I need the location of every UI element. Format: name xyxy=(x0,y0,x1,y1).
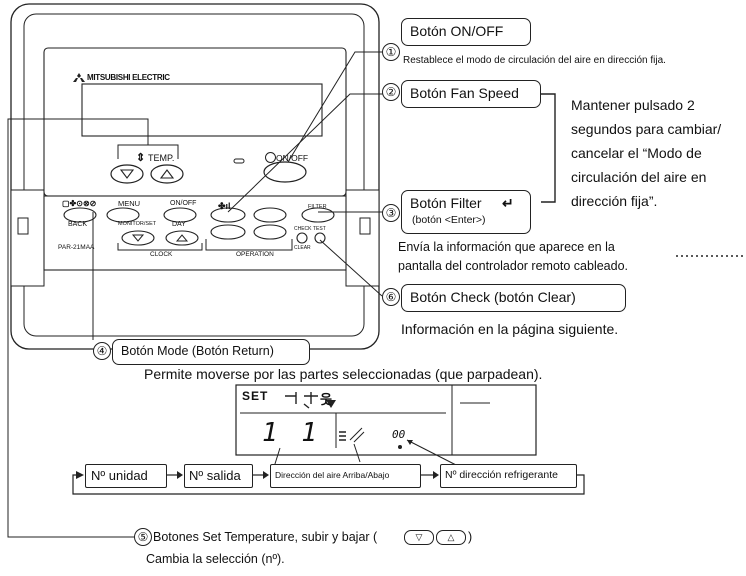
callout-2-note-line5: dirección fija”. xyxy=(571,193,658,209)
power-icon xyxy=(265,152,276,163)
right-clip-slot xyxy=(359,217,371,235)
callout-1-box xyxy=(401,18,531,46)
fan-speed-icon: ✤ıl xyxy=(218,201,231,211)
filter-label: FILTER xyxy=(308,204,327,210)
flow-step-airflow xyxy=(270,464,421,488)
monitor-set-label: MONITOR/SET xyxy=(118,221,157,227)
callout-2-box xyxy=(401,80,541,108)
menu-label: MENU xyxy=(118,199,141,208)
operation-label: OPERATION xyxy=(236,251,274,258)
callout-1-number: ① xyxy=(382,43,400,61)
callout-1-title: Botón ON/OFF xyxy=(410,23,504,39)
callout-2-title: Botón Fan Speed xyxy=(410,85,519,101)
flow-step-refrigerant-label: Nº dirección refrigerante xyxy=(445,469,558,481)
up-button-icon: △ xyxy=(436,530,466,545)
flow-step-outlet xyxy=(184,464,253,488)
callout-3-title: Botón Filter xyxy=(410,195,482,211)
down-button-icon: ▽ xyxy=(404,530,434,545)
callout-3-desc1: Envía la información que aparece en la xyxy=(398,240,615,254)
callout-5-desc: Cambia la selección (nº). xyxy=(146,552,285,566)
callout-3-desc2: pantalla del controlador remoto cableado… xyxy=(398,259,629,273)
callout-4-desc: Permite moverse por las partes seleccion… xyxy=(144,366,543,382)
day-label: DAY xyxy=(172,221,186,228)
display-ref-digits: 00 xyxy=(392,428,406,441)
flow-step-airflow-label: Dirección del aire Arriba/Abajo xyxy=(275,470,390,480)
flow-step-unit-label: Nº unidad xyxy=(91,468,148,483)
callout-4-number: ④ xyxy=(93,342,111,360)
on-off-small-label: ON/OFF xyxy=(170,200,197,207)
clock-label: CLOCK xyxy=(150,251,173,258)
thermometer-icon: ⇕ xyxy=(136,152,146,164)
callout-3-box xyxy=(401,190,531,234)
person-icon: 웃 xyxy=(320,392,332,407)
mode-icons: ▢✤⊙⊗⊘ xyxy=(62,199,97,208)
callout-2-note-line2: segundos para cambiar/ xyxy=(571,121,722,137)
callout-5-number: ⑤ xyxy=(134,528,152,546)
callout-2-note-line3: cancelar el “Modo de xyxy=(571,145,702,161)
callout-5-title-end: ) xyxy=(468,530,473,544)
callout-6-desc: Información en la página siguiente. xyxy=(401,321,619,337)
callout-2-note-line1: Mantener pulsado 2 xyxy=(571,97,695,113)
callout-6-number: ⑥ xyxy=(382,288,400,306)
mitsubishi-logo-icon xyxy=(73,73,85,83)
check-label: CHECK xyxy=(294,226,312,232)
callout-5-title: Botones Set Temperature, subir y bajar ( xyxy=(153,530,378,544)
onoff-label: ON/OFF xyxy=(276,153,309,163)
brand-label: MITSUBISHI ELECTRIC xyxy=(87,73,170,82)
flow-step-refrigerant xyxy=(440,464,577,488)
callout-1-desc: Restablece el modo de circulación del ai… xyxy=(403,55,666,66)
callout-4-title: Botón Mode (Botón Return) xyxy=(121,344,274,358)
back-label: BACK xyxy=(68,221,88,228)
lcd-window xyxy=(81,83,323,137)
flow-step-unit xyxy=(85,464,167,488)
display-unit-digits: 1 1 xyxy=(262,418,321,448)
callout-2-note-line4: circulación del aire en xyxy=(571,169,707,185)
callout-2-number: ② xyxy=(382,83,400,101)
left-clip-slot xyxy=(17,217,29,235)
callout-3-number: ③ xyxy=(382,204,400,222)
callout-3-sub: (botón <Enter>) xyxy=(412,214,486,226)
callout-4-box xyxy=(112,339,310,365)
enter-arrow-icon: ↵ xyxy=(502,195,514,211)
flow-step-outlet-label: Nº salida xyxy=(189,468,241,483)
temp-label: TEMP. xyxy=(148,153,175,163)
clear-label: CLEAR xyxy=(294,245,311,251)
test-label: TEST xyxy=(313,226,326,232)
callout-6-box xyxy=(401,284,626,312)
callout-6-title: Botón Check (botón Clear) xyxy=(410,289,576,305)
display-set-label: SET xyxy=(242,389,269,403)
model-label: PAR-21MAA xyxy=(58,244,95,251)
